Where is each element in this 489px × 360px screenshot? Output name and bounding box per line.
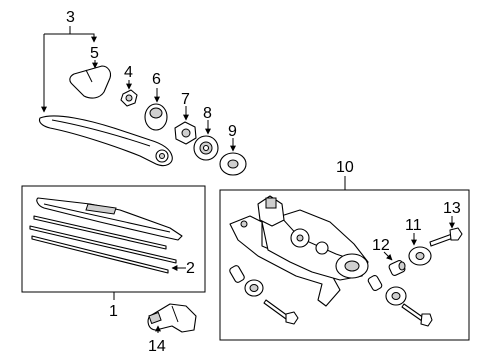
wiper-motor — [229, 195, 369, 307]
arm-cap — [69, 65, 112, 99]
nut-small — [120, 89, 138, 107]
motor-gear-small — [315, 241, 329, 255]
callout-14: 14 — [148, 338, 166, 355]
callout-3: 3 — [66, 9, 75, 26]
grommet-lower-right — [367, 274, 407, 306]
connector-14 — [147, 303, 197, 333]
wiper-arm-group — [38, 26, 247, 176]
grommet-left — [229, 265, 264, 297]
callout-4: 4 — [124, 64, 133, 81]
callout-8: 8 — [203, 105, 212, 122]
callout-5: 5 — [90, 45, 99, 62]
callout-11: 11 — [405, 217, 422, 234]
bracket-hole — [240, 220, 248, 228]
callout-13: 13 — [443, 200, 461, 217]
bushing-6 — [144, 103, 168, 131]
gasket-9 — [219, 152, 247, 176]
wiper-arm — [38, 115, 173, 167]
wiper-arm-pivot-hole — [159, 153, 165, 159]
bolt-left — [263, 299, 299, 325]
callout-1: 1 — [109, 303, 118, 320]
wiper-arm-edge — [51, 119, 151, 147]
callout-3-leader-right — [44, 33, 97, 43]
motor-cylinder-end — [344, 260, 360, 272]
refill-strip-1 — [33, 215, 167, 250]
refill-strip-3 — [31, 235, 169, 274]
motor-shaft — [257, 195, 285, 227]
grommet-11 — [408, 246, 432, 266]
callout-12-leader — [383, 251, 393, 261]
callout-2: 2 — [186, 260, 195, 277]
callout-10: 10 — [336, 159, 354, 176]
refill-strip-2 — [29, 225, 177, 264]
blade-spine — [43, 203, 171, 233]
blade-clip — [85, 203, 117, 215]
motor-bracket — [229, 215, 341, 307]
callout-6: 6 — [152, 71, 161, 88]
bolt-lower-right — [401, 303, 433, 327]
bolt-13 — [429, 227, 463, 247]
bushing-12 — [388, 260, 406, 276]
arm-cap-ridge — [85, 69, 93, 83]
callout-9: 9 — [228, 123, 237, 140]
washer-8 — [193, 135, 219, 161]
callout-7: 7 — [181, 91, 190, 108]
wiper-blade-group — [29, 197, 183, 274]
hex-nut-7 — [174, 121, 197, 145]
shaft-tip — [265, 197, 277, 209]
callout-12: 12 — [372, 237, 390, 254]
motor-gear-hub — [296, 234, 304, 242]
